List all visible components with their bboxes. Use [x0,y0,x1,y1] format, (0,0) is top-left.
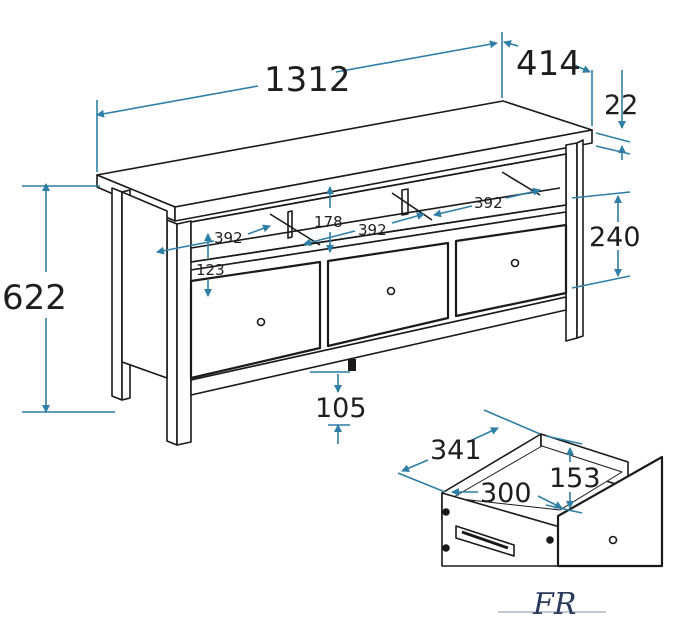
drawer-front-left [189,260,322,380]
drawer-inner-width-label: 300 [480,478,532,509]
top-board-side-edge [174,129,593,222]
drawer-dimension-lines [397,409,583,514]
drawer-knob-center [386,286,396,296]
dim-leg-clearance-label: 105 [315,393,367,424]
drawer-box-inner-floor [451,445,623,511]
drawer-inner-height-label: 153 [549,463,601,494]
drawer-front-panel [556,455,664,568]
back-left-leg [111,187,123,401]
brand-logo-text: FR [532,587,576,622]
dim-width-label: 1312 [264,60,351,100]
drawer-knob-left [256,317,266,327]
tv-stand-body [96,100,593,446]
dim-drawer-front-height-label: 123 [196,261,225,279]
drawer-detail [441,433,664,568]
dim-top-thickness-label: 22 [604,90,638,121]
brand-logo: FR [498,587,606,622]
dim-niche-width-center-label: 392 [358,221,387,239]
dim-niche-width-right-label: 392 [474,194,503,212]
front-right-leg [565,142,578,342]
drawer-depth-label: 341 [430,435,482,466]
dim-depth-label: 414 [516,44,581,84]
dim-niche-height-label: 240 [589,222,641,253]
drawer-front-center [326,241,450,348]
drawer-knob-right [510,258,520,268]
dim-upper-shelf-gap-label: 178 [314,213,343,231]
dim-niche-width-left-label: 392 [214,229,243,247]
drawer-front-right [454,223,568,318]
drawer-detail-knob [608,535,618,545]
front-left-leg [166,219,178,446]
dimension-lines [22,32,631,444]
dim-height-label: 622 [2,278,67,318]
